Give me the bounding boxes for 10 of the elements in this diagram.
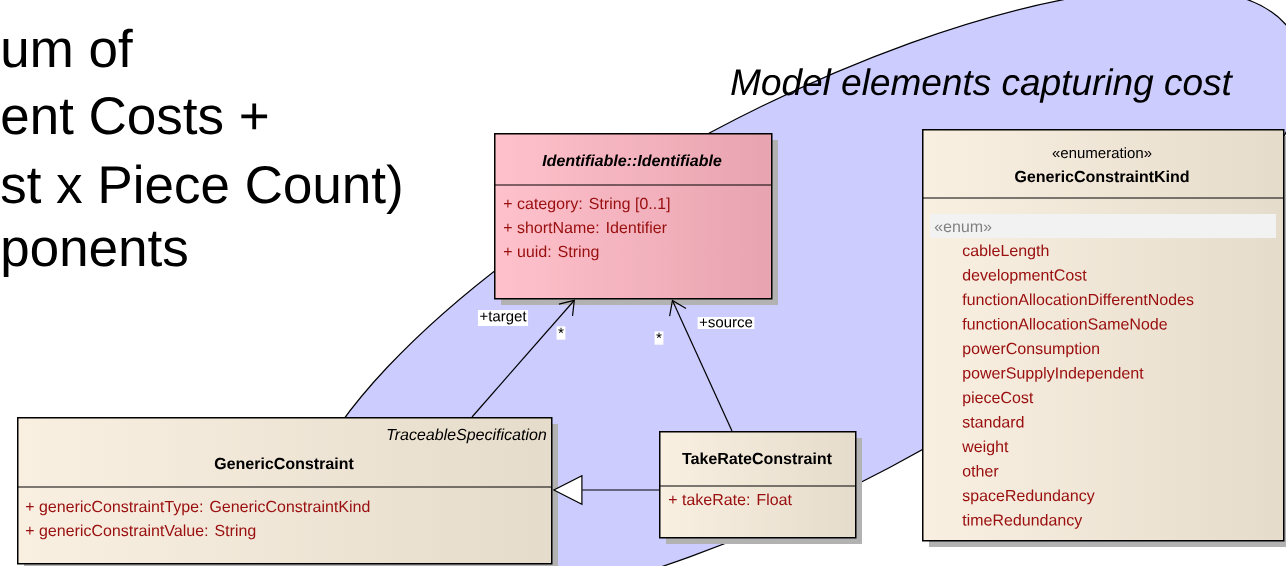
arrow (669, 299, 733, 432)
arrow (471, 299, 575, 418)
multiplicity-label: * (556, 326, 566, 340)
heading-text: ent Costs + (2, 97, 268, 135)
heading-text: um of (3, 28, 133, 68)
multiplicity-label: * (654, 331, 664, 345)
edge-label: +source (697, 317, 755, 329)
heading-text: st x Piece Count) (1, 164, 401, 214)
heading-text: ponents (3, 231, 187, 277)
edge-label: +target (477, 310, 529, 326)
